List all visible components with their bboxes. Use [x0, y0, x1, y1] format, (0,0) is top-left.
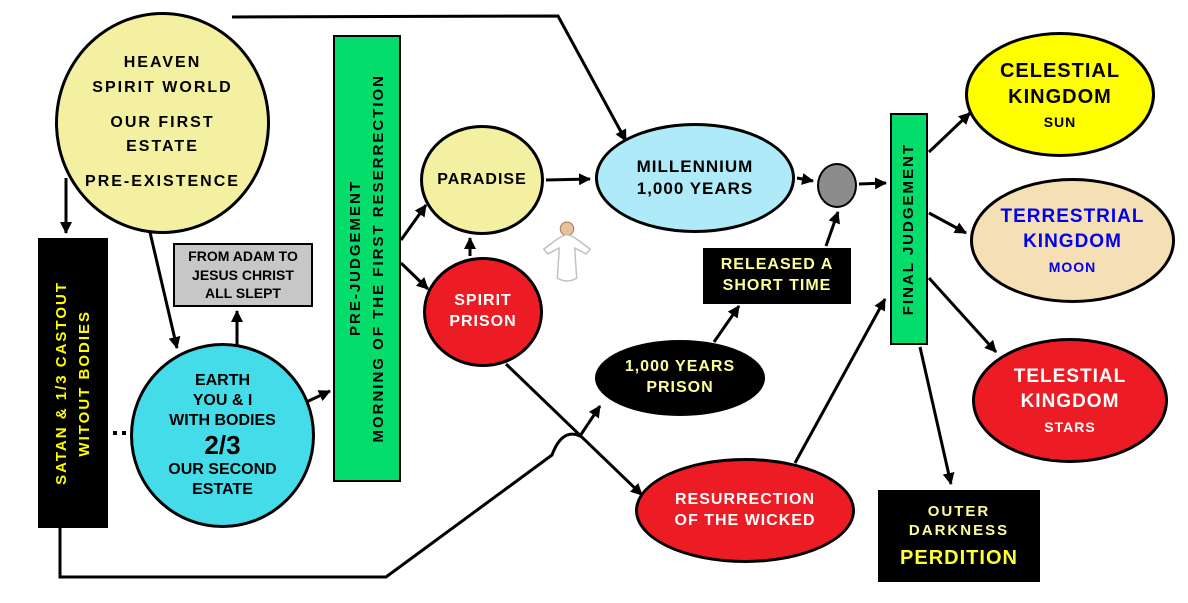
earth-line: OUR SECOND — [168, 460, 277, 478]
spirit-prison-line: SPIRIT — [454, 292, 512, 310]
christ-head — [559, 221, 575, 237]
released-short-time-box: RELEASED A SHORT TIME — [703, 248, 851, 304]
terrestrial-line: KINGDOM — [1023, 230, 1122, 252]
adam-slept-line: ALL SLEPT — [205, 285, 281, 302]
edge-millennium-grayball — [796, 173, 814, 185]
final-judgement-bar: FINAL JUDGEMENT — [890, 113, 928, 345]
edge-yearsprison-released — [712, 305, 741, 343]
earth-line: YOU & I — [192, 392, 253, 410]
earth-fraction: 2/3 — [204, 430, 241, 461]
christ-figure-image — [538, 220, 596, 284]
thousand-years-prison-line: 1,000 YEARS — [624, 358, 736, 376]
edge-prejudgement-spiritprison — [399, 261, 430, 291]
edge-finaljudgement-terrestrial — [928, 211, 967, 235]
spirit-prison-line: PRISON — [449, 313, 517, 330]
terrestrial-line: TERRESTRIAL — [1000, 206, 1145, 228]
celestial-kingdom-node: CELESTIAL KINGDOM SUN — [965, 32, 1155, 157]
heaven-line: OUR FIRST — [110, 113, 215, 131]
celestial-line: CELESTIAL — [999, 59, 1121, 82]
heaven-line: ESTATE — [126, 138, 199, 156]
heaven-line: PRE-EXISTENCE — [85, 173, 240, 191]
edge-finaljudgement-celestial — [927, 111, 972, 154]
resurrection-wicked-node: RESURRECTION OF THE WICKED — [635, 458, 855, 563]
adam-slept-line: FROM ADAM TO — [188, 247, 298, 264]
edge-finaljudgement-telestial — [927, 276, 998, 354]
satan-castout-line: SATAN & 1/3 CASTOUT — [52, 281, 70, 485]
terrestrial-sub-label: MOON — [1048, 258, 1097, 275]
edge-spiritprison-resurrection — [504, 362, 644, 497]
telestial-line: TELESTIAL — [1013, 366, 1127, 388]
millennium-line: 1,000 YEARS — [636, 179, 754, 198]
paradise-label: PARADISE — [437, 170, 527, 188]
outer-darkness-line: DARKNESS — [908, 522, 1010, 539]
edge-heaven-earth — [147, 227, 181, 349]
pre-judgement-line: MORNING OF THE FIRST RESERRECTION — [370, 74, 387, 443]
earth-line: EARTH — [194, 372, 251, 390]
telestial-sub-label: STARS — [1044, 418, 1096, 435]
released-line: SHORT TIME — [722, 277, 832, 294]
adam-slept-line: JESUS CHRIST — [192, 266, 294, 283]
edge-prejudgement-paradise — [399, 204, 428, 241]
telestial-line: KINGDOM — [1020, 390, 1120, 412]
satan-castout-node: SATAN & 1/3 CASTOUT WITOUT BODIES — [38, 238, 108, 528]
transition-ellipse — [817, 163, 857, 208]
edge-heaven-millennium — [231, 14, 628, 142]
edge-paradise-millennium — [545, 173, 591, 186]
celestial-line: KINGDOM — [1008, 85, 1112, 108]
satan-castout-line: WITOUT BODIES — [76, 309, 93, 457]
edge-released-finaljudgement — [824, 211, 840, 247]
terrestrial-kingdom-node: TERRESTRIAL KINGDOM MOON — [970, 178, 1175, 303]
adam-slept-box: FROM ADAM TO JESUS CHRIST ALL SLEPT — [173, 243, 313, 307]
earth-line: ESTATE — [192, 480, 253, 498]
telestial-kingdom-node: TELESTIAL KINGDOM STARS — [972, 338, 1168, 463]
edge-grayball-finaljudgement — [858, 177, 887, 190]
perdition-label: PERDITION — [900, 546, 1018, 569]
edge-resurrection-finaljudgement — [793, 298, 887, 464]
pre-judgement-line: PRE-JUDGEMENT — [346, 180, 364, 337]
outer-darkness-box: OUTER DARKNESS PERDITION — [878, 490, 1040, 582]
thousand-years-prison-node: 1,000 YEARS PRISON — [595, 340, 765, 416]
pre-judgement-bar: PRE-JUDGEMENT MORNING OF THE FIRST RESER… — [333, 35, 401, 482]
paradise-node: PARADISE — [420, 125, 544, 235]
edge-satan-yearsprison — [58, 405, 602, 579]
edge-finaljudgement-outerdarkness — [918, 346, 955, 485]
resurrection-wicked-line: OF THE WICKED — [674, 511, 816, 529]
final-judgement-label: FINAL JUDGEMENT — [900, 142, 918, 316]
spirit-prison-node: SPIRIT PRISON — [423, 257, 543, 367]
heaven-node: HEAVEN SPIRIT WORLD OUR FIRST ESTATE PRE… — [55, 12, 270, 234]
christ-robe — [542, 233, 592, 282]
resurrection-wicked-line: RESURRECTION — [674, 490, 815, 508]
celestial-sub-label: SUN — [1043, 113, 1077, 130]
thousand-years-prison-line: PRISON — [646, 379, 714, 396]
heaven-line: SPIRIT WORLD — [92, 78, 233, 96]
released-line: RELEASED A — [720, 256, 834, 274]
earth-node: EARTH YOU & I WITH BODIES 2/3 OUR SECOND… — [130, 343, 315, 528]
millennium-node: MILLENNIUM 1,000 YEARS — [595, 123, 795, 233]
heaven-line: HEAVEN — [123, 54, 202, 71]
earth-line: WITH BODIES — [169, 412, 276, 430]
outer-darkness-line: OUTER — [927, 502, 991, 520]
millennium-line: MILLENNIUM — [636, 156, 754, 176]
